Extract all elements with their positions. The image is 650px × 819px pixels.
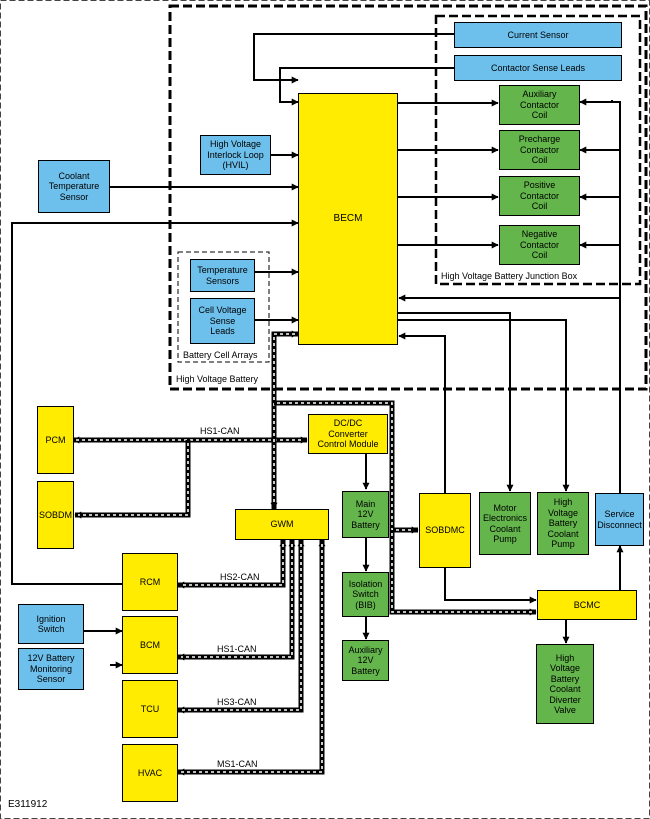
bcmc-block: BCMC — [537, 590, 637, 620]
bus-label-hs3: HS3-CAN — [217, 697, 257, 707]
cell-arrays-label: Battery Cell Arrays — [183, 350, 258, 360]
precharge-contactor-coil-block: Precharge Contactor Coil — [499, 130, 580, 170]
bus-label-hs1-bcm: HS1-CAN — [217, 644, 257, 654]
bus-hs1-pcm — [72, 436, 308, 519]
main-12v-battery-block: Main 12V Battery — [342, 491, 389, 538]
line-rcm-becm — [11, 219, 299, 585]
rcm-block: RCM — [122, 553, 178, 611]
tcu-block: TCU — [122, 680, 178, 738]
bus-becm-dcdc-sobdmc — [274, 400, 537, 616]
sobdmc-block: SOBDMC — [419, 493, 471, 568]
becm-block: BECM — [298, 93, 398, 345]
auxiliary-12v-battery-block: Auxiliary 12V Battery — [342, 640, 389, 681]
bus-label-hs2: HS2-CAN — [220, 572, 260, 582]
line-becm-hv-pump — [398, 319, 570, 492]
bus-label-ms1: MS1-CAN — [217, 759, 258, 769]
figure-id: E311912 — [8, 799, 48, 810]
isolation-switch-block: Isolation Switch (BIB) — [342, 572, 389, 617]
bus-becm-gwm — [270, 330, 299, 510]
hv-battery-group-box — [168, 4, 648, 391]
coolant-diverter-valve-block: High Voltage Battery Coolant Diverter Va… — [536, 644, 594, 724]
line-becm-motor-pump — [398, 312, 514, 492]
line-sd-trunk — [612, 101, 621, 493]
line-sobdmc-becm — [398, 332, 446, 493]
pcm-block: PCM — [37, 406, 74, 474]
temperature-sensors-block: Temperature Sensors — [190, 259, 255, 292]
coolant-temp-sensor-block: Coolant Temperature Sensor — [38, 160, 110, 213]
service-disconnect-block: Service Disconnect — [595, 493, 644, 546]
can-bus-lines — [72, 330, 537, 776]
hv-battery-label: High Voltage Battery — [176, 374, 259, 384]
current-sensor-block: Current Sensor — [454, 22, 622, 48]
hvac-block: HVAC — [122, 744, 178, 802]
bus-label-hs1-pcm: HS1-CAN — [200, 426, 240, 436]
line-contactor-sense — [279, 67, 454, 106]
bcm-block: BCM — [122, 616, 178, 674]
contactor-sense-block: Contactor Sense Leads — [454, 55, 622, 81]
bus-hs1-bcm — [177, 539, 296, 661]
gwm-block: GWM — [235, 509, 329, 540]
line-current-sensor — [253, 33, 454, 84]
signal-lines — [11, 33, 624, 669]
bus-ms1 — [177, 539, 326, 776]
junction-box-label: High Voltage Battery Junction Box — [441, 271, 578, 281]
hvil-block: High Voltage Interlock Loop (HVIL) — [200, 135, 271, 175]
sobdm-block: SOBDM — [37, 481, 74, 549]
ignition-switch-block: Ignition Switch — [18, 604, 84, 644]
hv-coolant-pump-block: High Voltage Battery Coolant Pump — [537, 492, 589, 555]
battery-monitoring-sensor-block: 12V Battery Monitoring Sensor — [18, 648, 84, 690]
positive-contactor-coil-block: Positive Contactor Coil — [499, 176, 580, 216]
aux-contactor-coil-block: Auxiliary Contactor Coil — [499, 85, 580, 125]
line-sd-aux-coil — [579, 98, 613, 106]
cell-arrays-group-box — [177, 251, 270, 363]
dcdc-converter-block: DC/DC Converter Control Module — [308, 414, 388, 454]
cell-voltage-leads-block: Cell Voltage Sense Leads — [190, 298, 255, 344]
line-sobdmc-bcmc — [444, 568, 537, 604]
motor-coolant-pump-block: Motor Electronics Coolant Pump — [479, 492, 531, 555]
negative-contactor-coil-block: Negative Contactor Coil — [499, 225, 580, 265]
